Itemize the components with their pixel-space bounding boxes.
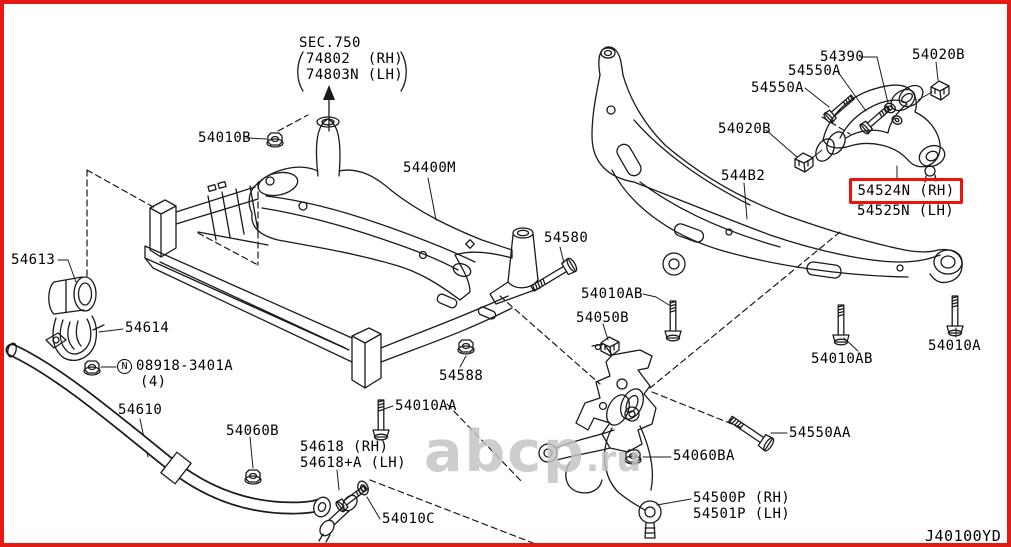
- section-ref-lh: 74803N (LH): [306, 67, 404, 83]
- part-label-54525n-lh: 54525N (LH): [857, 203, 955, 219]
- part-label-54614: 54614: [125, 320, 170, 336]
- stabilizer-link-54618-drawing: [318, 480, 371, 543]
- part-label-54580: 54580: [544, 230, 589, 246]
- part-label-54050b: 54050B: [576, 310, 629, 326]
- part-label-54500p-rh: 54500P (RH): [693, 490, 791, 506]
- part-label-54550aa: 54550AA: [789, 425, 851, 441]
- lower-control-arm-54500p-drawing: [538, 388, 662, 539]
- upper-control-arm-54524n-drawing: [815, 84, 946, 183]
- part-label-54020b-right: 54020B: [912, 47, 965, 63]
- subframe-54400m-drawing: [144, 116, 541, 389]
- section-ref-rh: 74802 (RH): [306, 51, 404, 67]
- section-arrow: [297, 51, 407, 132]
- watermark-tld: .ru: [585, 440, 642, 480]
- part-label-544b2: 544B2: [721, 168, 766, 184]
- part-label-54060b: 54060B: [226, 423, 279, 439]
- dashed-projection-lines: [86, 114, 851, 544]
- part-label-54550a-upper: 54550A: [788, 63, 841, 79]
- part-label-54400m: 54400M: [403, 160, 456, 176]
- part-label-54501p-lh: 54501P (LH): [693, 506, 791, 522]
- part-label-54588: 54588: [439, 368, 484, 384]
- watermark-text: abcp: [424, 419, 586, 485]
- part-label-54524n-rh: 54524N (RH): [857, 183, 955, 199]
- part-label-54060ba: 54060BA: [673, 448, 735, 464]
- fastener-note-quantity: (4): [140, 374, 167, 390]
- part-label-54390: 54390: [820, 49, 865, 65]
- part-label-54550a-lower: 54550A: [751, 80, 804, 96]
- part-label-54610: 54610: [118, 402, 163, 418]
- knuckle-drawing: [575, 343, 657, 453]
- hardware-bolts-nuts: [83, 80, 964, 485]
- part-label-54010ab-2: 54010AB: [811, 351, 873, 367]
- part-label-54010b: 54010B: [198, 130, 251, 146]
- crossmember-544b2-drawing: [591, 46, 963, 284]
- bushing-54613-drawing: [48, 276, 97, 315]
- part-label-54020b-left: 54020B: [718, 121, 771, 137]
- part-label-54613: 54613: [11, 252, 56, 268]
- part-label-54010aa: 54010AA: [395, 398, 457, 414]
- fastener-note-number: 08918-3401A: [136, 358, 234, 374]
- part-label-54618-rh: 54618 (RH): [300, 439, 389, 455]
- section-ref-title: SEC.750: [299, 35, 361, 51]
- abcp-watermark: abcp.ru: [424, 424, 641, 481]
- part-label-54010a: 54010A: [928, 338, 981, 354]
- part-label-54618-lh: 54618+A (LH): [300, 455, 406, 471]
- nut-symbol-icon: N: [117, 359, 132, 374]
- highlight-box-54524n: 54524N (RH): [849, 178, 963, 204]
- part-label-54010c: 54010C: [382, 511, 435, 527]
- stabilizer-bar-54610-drawing: [5, 342, 331, 518]
- bracket-54614-drawing: [45, 315, 105, 361]
- drawing-code: J40100YD: [925, 527, 1002, 545]
- part-label-54010ab-1: 54010AB: [581, 286, 643, 302]
